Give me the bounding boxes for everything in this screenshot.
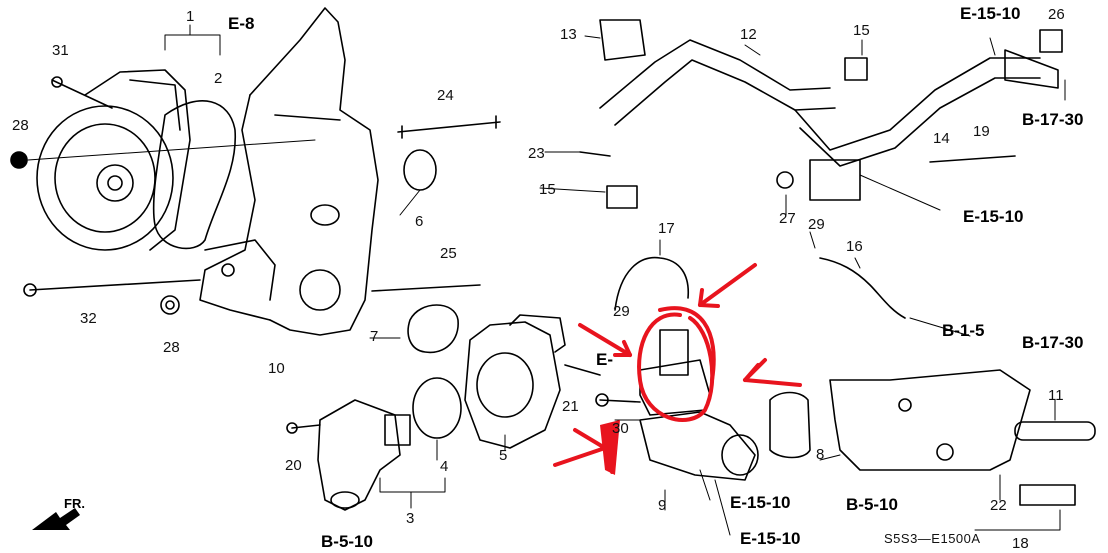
water-pipe-14: [794, 57, 1041, 167]
part-number[interactable]: 7: [370, 328, 379, 345]
part-number[interactable]: 10: [268, 360, 285, 377]
pipe-connector-15: [844, 57, 868, 81]
stud-19: [929, 155, 1016, 163]
bolt-20: [286, 422, 321, 434]
reference-label[interactable]: B-17-30: [1022, 110, 1084, 129]
part-number[interactable]: 4: [440, 458, 449, 475]
part-number[interactable]: 29: [613, 303, 630, 320]
water-outlet: [317, 399, 411, 511]
part-number[interactable]: 14: [933, 130, 950, 147]
hose-16: [819, 257, 906, 319]
reference-label[interactable]: E-15-10: [730, 493, 791, 512]
clamp-13: [599, 19, 646, 61]
nut-28-lower: [160, 295, 180, 315]
part-number[interactable]: 24: [437, 87, 454, 104]
part-number[interactable]: 6: [415, 213, 424, 230]
reference-label[interactable]: E-8: [228, 14, 255, 33]
part-number[interactable]: 2: [214, 70, 223, 87]
reference-label[interactable]: E-: [596, 350, 613, 369]
part-number[interactable]: 5: [499, 447, 508, 464]
part-number[interactable]: 30: [612, 420, 629, 437]
part-number[interactable]: 9: [658, 497, 667, 514]
reference-label[interactable]: E-15-10: [960, 4, 1021, 23]
pump-bolt-31: [51, 76, 113, 109]
bracket-27: [776, 159, 861, 201]
part-number[interactable]: 18: [1012, 535, 1029, 552]
front-arrow-icon: [32, 508, 80, 530]
part-number[interactable]: 16: [846, 238, 863, 255]
gasket-8: [769, 391, 811, 459]
part-number[interactable]: 11: [1048, 387, 1064, 404]
bolt-30: [595, 393, 641, 407]
part-number[interactable]: 1: [186, 8, 195, 25]
part-number[interactable]: 25: [440, 245, 457, 262]
part-number[interactable]: 17: [658, 220, 675, 237]
red-annotation: [553, 263, 802, 474]
red-annotation-wedge: [600, 420, 620, 475]
part-number[interactable]: 20: [285, 457, 302, 474]
bolt-32: [23, 279, 201, 297]
thermostat-housing: [464, 314, 566, 449]
part-number[interactable]: 31: [52, 42, 69, 59]
front-direction-label: FR.: [64, 496, 85, 511]
part-number[interactable]: 12: [740, 26, 757, 43]
thermostat-assembly: [639, 329, 759, 481]
part-number[interactable]: 15: [539, 181, 556, 198]
part-number[interactable]: 22: [990, 497, 1007, 514]
o-ring-6: [403, 149, 437, 191]
drawing-code: S5S3—E1500A: [884, 531, 981, 546]
pipe-23: [579, 151, 611, 157]
leader-lines: [27, 24, 1066, 536]
part-number[interactable]: 13: [560, 26, 577, 43]
part-number[interactable]: 28: [12, 117, 29, 134]
engine-housing: [199, 7, 379, 336]
bolt-21: [564, 364, 601, 376]
part-number[interactable]: 15: [853, 22, 870, 39]
pump-nut-28: [10, 151, 28, 169]
intake-manifold: [829, 369, 1031, 471]
part-number[interactable]: 23: [528, 145, 545, 162]
gasket-7: [407, 304, 459, 354]
reference-label[interactable]: B-1-5: [942, 321, 985, 340]
part-number[interactable]: 32: [80, 310, 97, 327]
part-number[interactable]: 8: [816, 446, 825, 463]
water-pipe-12: [599, 39, 836, 126]
pump-gasket: [152, 100, 237, 250]
part-number[interactable]: 3: [406, 510, 415, 527]
hose-17: [614, 256, 689, 311]
part-number[interactable]: 21: [562, 398, 579, 415]
o-ring-4: [412, 377, 462, 439]
reference-label[interactable]: B-5-10: [846, 495, 898, 514]
part-number[interactable]: 27: [779, 210, 796, 227]
reference-label[interactable]: B-5-10: [321, 532, 373, 551]
sensor-26: [1004, 29, 1063, 89]
part-number[interactable]: 19: [973, 123, 990, 140]
part-number[interactable]: 26: [1048, 6, 1065, 23]
water-pump-part: [36, 69, 191, 251]
reference-label[interactable]: E-15-10: [740, 529, 801, 548]
stud-24: [397, 115, 501, 139]
clamp-15: [606, 185, 638, 209]
reference-label[interactable]: E-15-10: [963, 207, 1024, 226]
sensor-18: [1019, 484, 1076, 506]
sensor-11: [1014, 421, 1096, 441]
part-number[interactable]: 28: [163, 339, 180, 356]
part-number[interactable]: 29: [808, 216, 825, 233]
stud-25: [371, 284, 481, 292]
reference-label[interactable]: B-17-30: [1022, 333, 1084, 352]
